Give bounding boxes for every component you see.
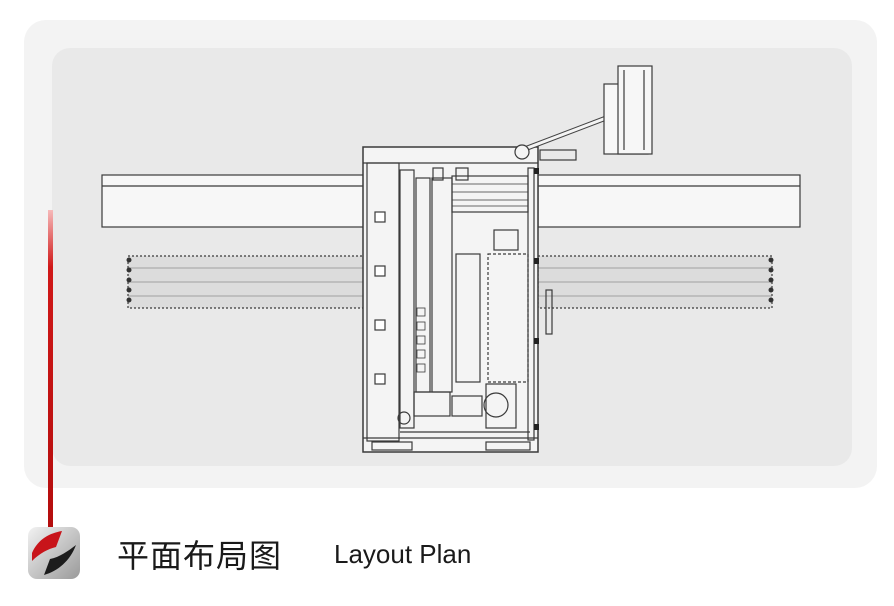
frame-clamps [534, 168, 539, 430]
caption-title-cn: 平面布局图 [117, 537, 283, 575]
left-conveyor [126, 255, 365, 309]
accent-line [48, 210, 53, 528]
electrical-cabinet [603, 65, 653, 155]
right-guide-rail [537, 174, 801, 228]
brand-logo-icon [28, 527, 80, 579]
caption-title-en: Layout Plan [334, 539, 472, 569]
left-guide-rail [101, 174, 365, 228]
right-conveyor [537, 255, 774, 309]
machine-frame [362, 146, 553, 453]
